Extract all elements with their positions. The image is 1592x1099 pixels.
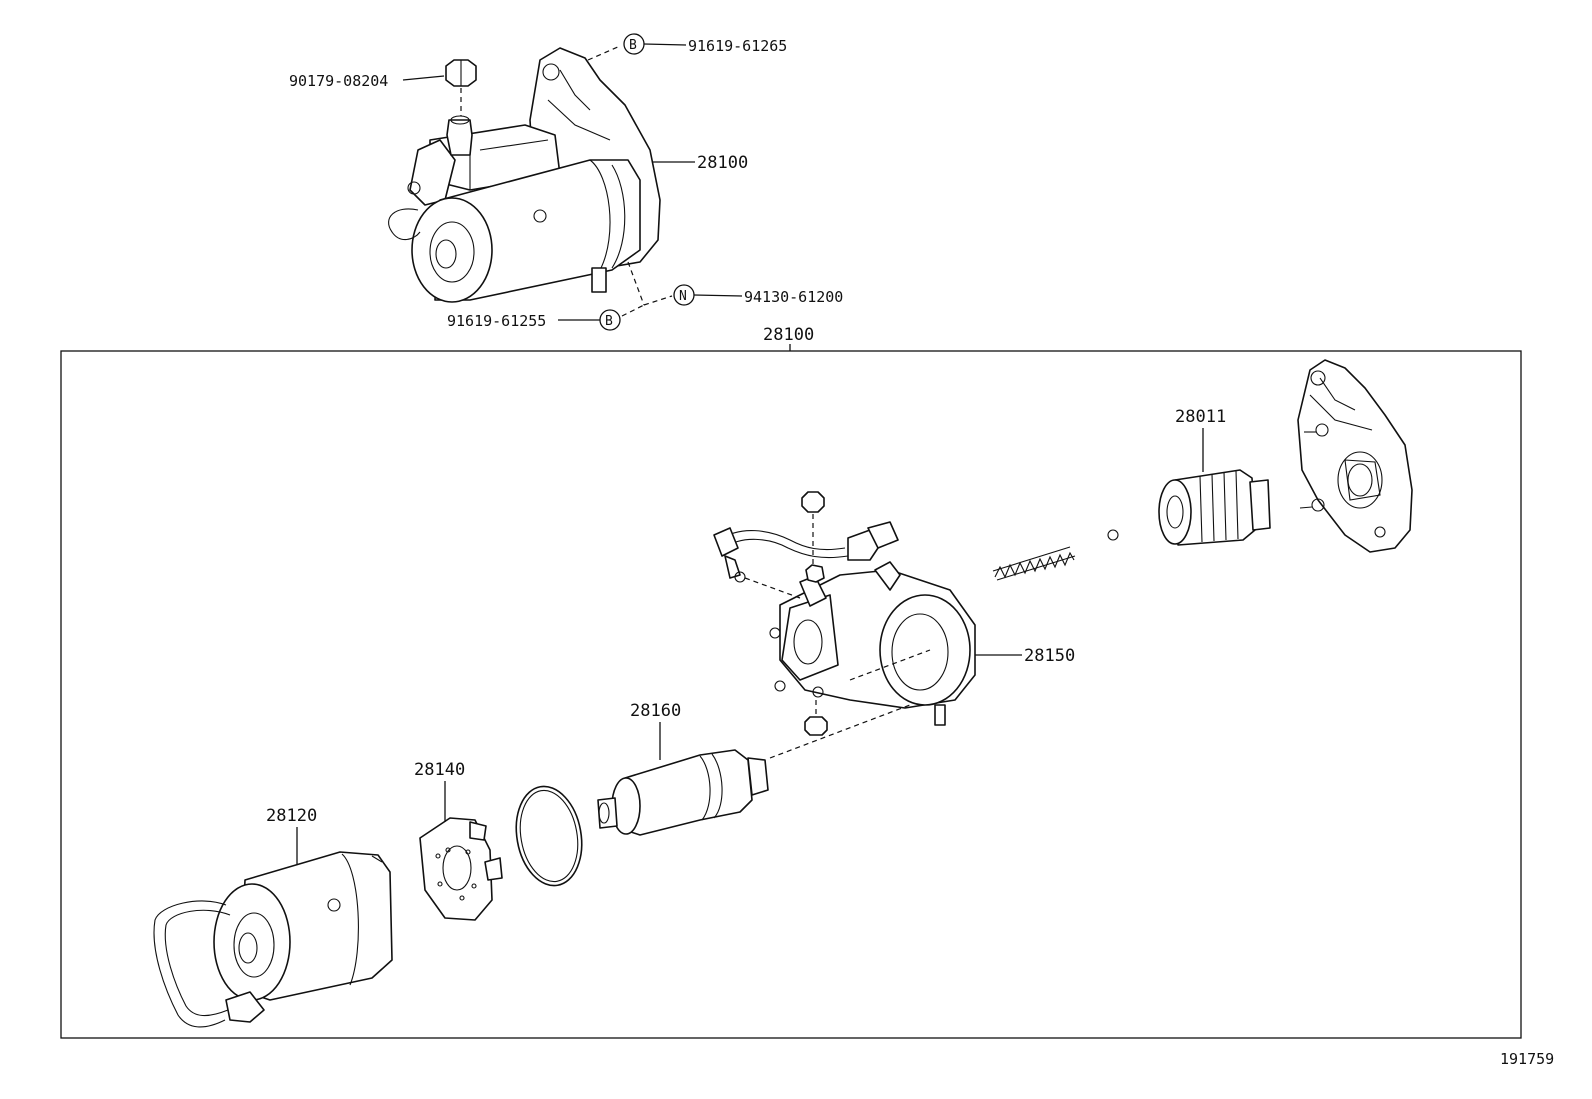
nut-n-letter: N — [679, 289, 687, 304]
label-91619-61255: 91619-61255 — [447, 312, 546, 330]
label-28100-assembly: 28100 — [763, 325, 814, 345]
return-spring-icon — [992, 546, 1076, 581]
label-28140: 28140 — [414, 760, 465, 780]
lead-wire-connector-icon — [713, 521, 899, 583]
armature-28160-illustration — [597, 749, 769, 836]
label-28100-top: 28100 — [697, 153, 748, 173]
brush-holder-28140-illustration — [419, 817, 503, 921]
label-94130-61200: 94130-61200 — [744, 288, 843, 306]
label-28160: 28160 — [630, 701, 681, 721]
exploded-view-frame — [60, 350, 1522, 1039]
nut-90179-08204-icon — [445, 59, 477, 87]
starter-assembly-illustration — [388, 47, 661, 303]
label-28011: 28011 — [1175, 407, 1226, 427]
drive-housing-illustration — [1297, 359, 1413, 553]
housing-28150-illustration — [769, 561, 976, 726]
diagram-number: 191759 — [1500, 1050, 1554, 1068]
steel-ball-icon — [1107, 529, 1119, 541]
label-91619-61265: 91619-61265 — [688, 37, 787, 55]
bolt-b-bottom-letter: B — [605, 314, 613, 329]
clutch-28011-illustration — [1158, 469, 1271, 546]
bolt-b-top-letter: B — [629, 38, 637, 53]
housing-nut-icon — [801, 491, 825, 513]
label-28150: 28150 — [1024, 646, 1075, 666]
label-90179-08204: 90179-08204 — [289, 72, 388, 90]
yoke-28120-illustration — [153, 851, 393, 1028]
housing-bottom-nut-icon — [804, 716, 828, 736]
o-ring-icon — [515, 785, 583, 887]
leader-90179-08204 — [402, 75, 445, 81]
label-28120: 28120 — [266, 806, 317, 826]
